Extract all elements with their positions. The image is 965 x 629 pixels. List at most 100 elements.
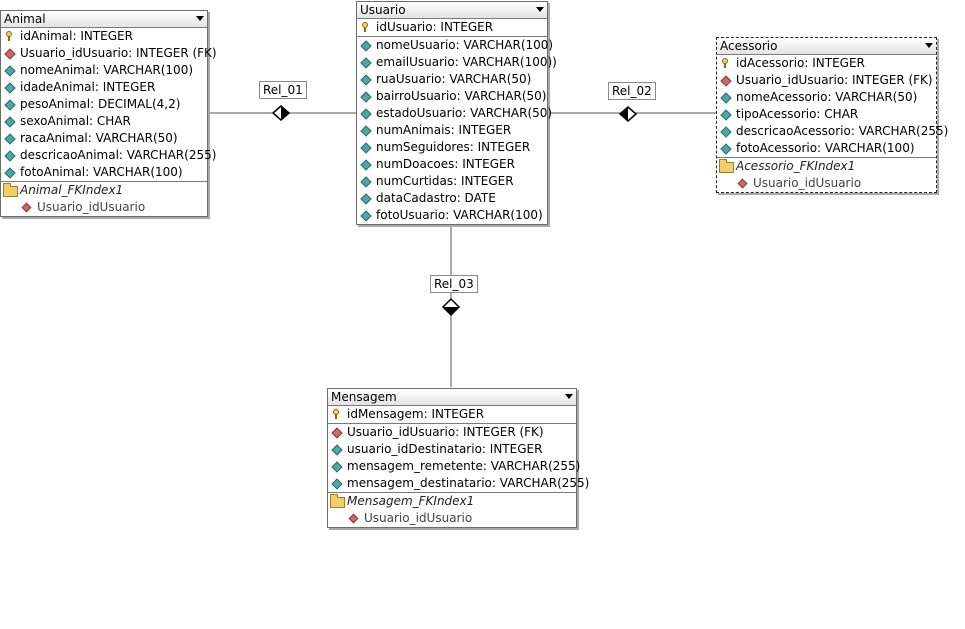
column-label: tipoAcessorio: CHAR xyxy=(736,107,859,121)
column-row[interactable]: emailUsuario: VARCHAR(100)) xyxy=(357,54,557,71)
foreign-key-icon xyxy=(737,178,748,189)
column-label: Usuario_idUsuario: INTEGER (FK) xyxy=(736,73,933,87)
dropdown-arrow-icon[interactable] xyxy=(536,7,544,12)
column-label: descricaoAcessorio: VARCHAR(255) xyxy=(736,124,949,138)
column-label: sexoAnimal: CHAR xyxy=(20,114,131,128)
column-row[interactable]: idUsuario: INTEGER xyxy=(357,19,547,36)
primary-key-icon xyxy=(721,58,728,68)
index-column-row[interactable]: Usuario_idUsuario xyxy=(328,510,576,527)
column-label: fotoUsuario: VARCHAR(100) xyxy=(376,208,543,222)
attribute-icon xyxy=(360,108,372,120)
attribute-icon xyxy=(720,143,732,155)
column-label: nomeUsuario: VARCHAR(100) xyxy=(376,38,554,52)
entity-usuario[interactable]: Usuario idUsuario: INTEGER nomeUsuario: … xyxy=(356,1,557,225)
attribute-icon xyxy=(331,478,343,490)
foreign-key-icon xyxy=(348,513,359,524)
column-label: fotoAcessorio: VARCHAR(100) xyxy=(736,141,915,155)
column-row[interactable]: dataCadastro: DATE xyxy=(357,190,547,207)
column-row[interactable]: nomeUsuario: VARCHAR(100) xyxy=(357,37,553,54)
entity-animal-title[interactable]: Animal xyxy=(1,11,207,28)
column-label: numCurtidas: INTEGER xyxy=(376,174,514,188)
column-row[interactable]: tipoAcessorio: CHAR xyxy=(717,106,936,123)
divider xyxy=(717,157,936,158)
column-row[interactable]: pesoAnimal: DECIMAL(4,2) xyxy=(1,96,207,113)
column-row[interactable]: idAcessorio: INTEGER xyxy=(717,55,936,72)
foreign-key-icon xyxy=(21,202,32,213)
attribute-icon xyxy=(4,82,16,94)
rel-03-diamond-fill xyxy=(443,307,459,315)
column-row[interactable]: nomeAcessorio: VARCHAR(50) xyxy=(717,89,936,106)
column-row[interactable]: ruaUsuario: VARCHAR(50) xyxy=(357,71,547,88)
entity-usuario-title[interactable]: Usuario xyxy=(357,2,547,19)
index-row[interactable]: Mensagem_FKIndex1 xyxy=(328,493,576,510)
column-row[interactable]: nomeAnimal: VARCHAR(100) xyxy=(1,62,207,79)
column-label: nomeAcessorio: VARCHAR(50) xyxy=(736,90,918,104)
index-row[interactable]: Animal_FKIndex1 xyxy=(1,182,207,199)
attribute-icon xyxy=(331,444,343,456)
index-column-row[interactable]: Usuario_idUsuario xyxy=(1,199,207,216)
divider xyxy=(328,492,576,493)
entity-acessorio[interactable]: Acessorio idAcessorio: INTEGER Usuario_i… xyxy=(716,37,948,193)
column-label: idAcessorio: INTEGER xyxy=(736,56,865,70)
column-row[interactable]: descricaoAcessorio: VARCHAR(255) xyxy=(717,123,948,140)
column-row[interactable]: idMensagem: INTEGER xyxy=(328,406,576,423)
entity-usuario-name: Usuario xyxy=(360,3,406,17)
column-label: bairroUsuario: VARCHAR(50) xyxy=(376,89,547,103)
column-label: Usuario_idUsuario: INTEGER (FK) xyxy=(347,425,544,439)
column-row[interactable]: Usuario_idUsuario: INTEGER (FK) xyxy=(328,424,576,441)
rel-01-diamond-fill xyxy=(281,106,289,120)
attribute-icon xyxy=(360,91,372,103)
rel-02-label[interactable]: Rel_02 xyxy=(608,82,656,100)
attribute-icon xyxy=(360,142,372,154)
column-row[interactable]: Usuario_idUsuario: INTEGER (FK) xyxy=(1,45,217,62)
dropdown-arrow-icon[interactable] xyxy=(925,43,933,48)
rel-01-label[interactable]: Rel_01 xyxy=(259,81,307,99)
column-label: numAnimais: INTEGER xyxy=(376,123,512,137)
column-row[interactable]: mensagem_remetente: VARCHAR(255) xyxy=(328,458,580,475)
dropdown-arrow-icon[interactable] xyxy=(196,16,204,21)
foreign-key-icon xyxy=(331,427,343,439)
index-column-label: Usuario_idUsuario xyxy=(364,511,473,525)
rel-03-label[interactable]: Rel_03 xyxy=(430,275,478,293)
entity-mensagem-title[interactable]: Mensagem xyxy=(328,389,576,406)
entity-acessorio-title[interactable]: Acessorio xyxy=(717,38,936,55)
column-row[interactable]: racaAnimal: VARCHAR(50) xyxy=(1,130,207,147)
column-row[interactable]: Usuario_idUsuario: INTEGER (FK) xyxy=(717,72,936,89)
column-row[interactable]: idAnimal: INTEGER xyxy=(1,28,207,45)
primary-key-icon xyxy=(5,31,12,41)
column-row[interactable]: fotoAcessorio: VARCHAR(100) xyxy=(717,140,936,157)
attribute-icon xyxy=(4,133,16,145)
column-row[interactable]: numSeguidores: INTEGER xyxy=(357,139,547,156)
column-row[interactable]: bairroUsuario: VARCHAR(50) xyxy=(357,88,547,105)
attribute-icon xyxy=(360,125,372,137)
column-row[interactable]: fotoUsuario: VARCHAR(100) xyxy=(357,207,547,224)
attribute-icon xyxy=(360,193,372,205)
column-label: emailUsuario: VARCHAR(100)) xyxy=(376,55,557,69)
entity-animal[interactable]: Animal idAnimal: INTEGER Usuario_idUsuar… xyxy=(0,10,217,217)
entity-mensagem-name: Mensagem xyxy=(331,390,397,404)
index-column-row[interactable]: Usuario_idUsuario xyxy=(717,175,936,192)
foreign-key-icon xyxy=(4,48,16,60)
column-row[interactable]: idadeAnimal: INTEGER xyxy=(1,79,207,96)
column-row[interactable]: numAnimais: INTEGER xyxy=(357,122,547,139)
attribute-icon xyxy=(720,109,732,121)
index-label: Mensagem_FKIndex1 xyxy=(347,494,475,508)
column-row[interactable]: usuario_idDestinatario: INTEGER xyxy=(328,441,576,458)
column-row[interactable]: estadoUsuario: VARCHAR(50) xyxy=(357,105,552,122)
dropdown-arrow-icon[interactable] xyxy=(565,394,573,399)
column-label: estadoUsuario: VARCHAR(50) xyxy=(376,106,553,120)
index-folder-icon xyxy=(330,494,345,508)
column-row[interactable]: numCurtidas: INTEGER xyxy=(357,173,547,190)
entity-mensagem[interactable]: Mensagem idMensagem: INTEGER Usuario_idU… xyxy=(327,388,589,528)
column-row[interactable]: mensagem_destinatario: VARCHAR(255) xyxy=(328,475,589,492)
column-row[interactable]: descricaoAnimal: VARCHAR(255) xyxy=(1,147,216,164)
column-row[interactable]: sexoAnimal: CHAR xyxy=(1,113,207,130)
entity-acessorio-name: Acessorio xyxy=(720,39,778,53)
column-row[interactable]: fotoAnimal: VARCHAR(100) xyxy=(1,164,207,181)
column-label: pesoAnimal: DECIMAL(4,2) xyxy=(20,97,181,111)
attribute-icon xyxy=(4,167,16,179)
divider xyxy=(357,36,547,37)
divider xyxy=(1,181,207,182)
index-row[interactable]: Acessorio_FKIndex1 xyxy=(717,158,936,175)
column-row[interactable]: numDoacoes: INTEGER xyxy=(357,156,547,173)
